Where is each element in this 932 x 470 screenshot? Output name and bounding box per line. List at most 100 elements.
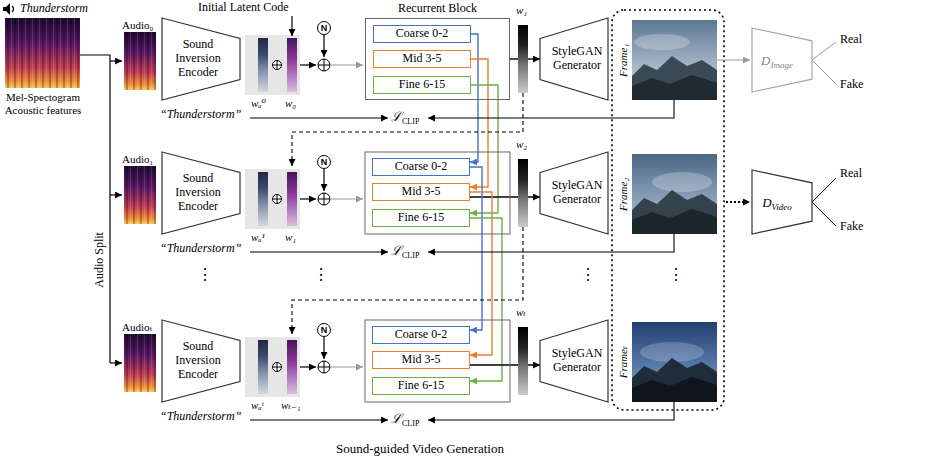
latent-arrow bbox=[323, 337, 324, 359]
node-label: Fine 6-15 bbox=[399, 78, 445, 92]
video-frame bbox=[632, 190, 717, 234]
add-symbol bbox=[273, 59, 331, 373]
node-label: Coarse 0-2 bbox=[395, 160, 447, 174]
video-frame bbox=[632, 20, 717, 402]
add-symbol bbox=[318, 361, 330, 373]
latent-arrow bbox=[300, 366, 316, 367]
discriminator-wire bbox=[726, 201, 750, 203]
connector bbox=[470, 364, 540, 365]
node-label: Coarse 0-2 bbox=[396, 27, 448, 41]
generator-block-outline bbox=[540, 18, 608, 100]
add-symbol bbox=[318, 193, 330, 205]
latent-symbol: w₁ bbox=[516, 4, 527, 17]
video-frame bbox=[632, 56, 717, 100]
prompt-text: “Thunderstorm” bbox=[160, 108, 241, 122]
spectrogram bbox=[124, 32, 156, 90]
loss-symbol: ℒ bbox=[391, 110, 402, 125]
spectrogram bbox=[124, 334, 156, 392]
node-label: StyleGAN Generator bbox=[550, 347, 604, 375]
encoder-block: Sound Inversion Encoder bbox=[162, 320, 240, 402]
recurrent-block: Recurrent BlockCoarse 0-2Mid 3-5Fine 6-1… bbox=[365, 18, 510, 100]
discriminator-label: DImage bbox=[761, 51, 803, 70]
latent-code bbox=[245, 337, 300, 397]
split-label: Audio Split bbox=[93, 232, 107, 288]
audio-split-wire bbox=[110, 60, 122, 61]
node-label: Mid 3-5 bbox=[403, 52, 442, 66]
layer-box: Mid 3-5 bbox=[372, 351, 470, 369]
clip-loss-wire bbox=[428, 100, 674, 118]
loss-subscript: CLIP bbox=[402, 419, 419, 428]
video-frame bbox=[632, 154, 717, 234]
ellipsis: ⋮ bbox=[580, 266, 596, 284]
sound-title: Thunderstorm bbox=[20, 2, 88, 16]
generator-block: StyleGAN Generator bbox=[540, 152, 608, 234]
discriminator-block: DImage bbox=[752, 28, 812, 92]
spectrogram bbox=[124, 166, 156, 224]
speaker-icon bbox=[3, 3, 14, 15]
clip-loss-wire bbox=[428, 402, 674, 420]
latent-arrow bbox=[291, 16, 292, 36]
node-label: Fine 6-15 bbox=[398, 211, 444, 225]
latent-code bbox=[287, 38, 297, 92]
node-label: N bbox=[321, 158, 328, 167]
latent-symbol: wₐ⁰ bbox=[251, 97, 266, 110]
layer-box: Mid 3-5 bbox=[372, 183, 470, 201]
discriminator-block: DVideo bbox=[752, 170, 812, 234]
frame-group bbox=[612, 10, 724, 410]
clip-loss-wire bbox=[250, 251, 388, 252]
connector bbox=[470, 34, 478, 162]
add-symbol bbox=[318, 59, 330, 71]
noise-circle: N bbox=[317, 21, 331, 35]
audio-split-wire bbox=[80, 55, 122, 363]
output-label: Fake bbox=[840, 78, 863, 92]
spectrogram bbox=[124, 32, 156, 90]
latent-symbol: w₂ bbox=[516, 138, 527, 151]
output-latent bbox=[518, 25, 528, 395]
add-symbol bbox=[318, 361, 330, 373]
output-label: Fake bbox=[840, 220, 863, 234]
add-symbol bbox=[273, 363, 282, 372]
frame-label: Frame₂ bbox=[617, 177, 630, 210]
latent-code bbox=[245, 35, 300, 95]
figure-caption: Sound-guided Video Generation bbox=[280, 442, 560, 457]
layer-box: Fine 6-15 bbox=[372, 209, 470, 227]
loss-subscript: CLIP bbox=[402, 251, 419, 260]
latent-code bbox=[245, 35, 300, 397]
encoder-block: Sound Inversion Encoder bbox=[162, 152, 240, 234]
generator-block-outline bbox=[540, 152, 608, 234]
latent-arrow bbox=[330, 198, 363, 199]
input-caption: Mel-Spectogram Acoustic features bbox=[0, 91, 86, 116]
prompt-text: “Thunderstorm” bbox=[160, 242, 241, 256]
loss-symbol: ℒ bbox=[391, 412, 402, 427]
node-label: N bbox=[321, 326, 328, 335]
layer-box: Coarse 0-2 bbox=[372, 326, 470, 344]
layer-box: Mid 3-5 bbox=[373, 50, 471, 68]
video-frame bbox=[632, 20, 717, 100]
latent-symbol: w₁ bbox=[285, 231, 296, 244]
loss-subscript: CLIP bbox=[402, 117, 419, 126]
video-frame bbox=[632, 154, 717, 234]
spectrogram bbox=[124, 166, 156, 224]
recurrent-outline bbox=[365, 320, 510, 402]
latent-arrow bbox=[323, 35, 324, 57]
node-label: Sound Inversion Encoder bbox=[166, 38, 230, 79]
prompt-text: “Thunderstorm” bbox=[160, 410, 241, 424]
generator-block: StyleGAN Generator bbox=[540, 18, 608, 100]
noise-circle: N bbox=[317, 323, 331, 337]
spectrogram bbox=[5, 18, 80, 88]
node-label: Fine 6-15 bbox=[398, 379, 444, 393]
layer-box: Coarse 0-2 bbox=[372, 158, 470, 176]
node-label: Coarse 0-2 bbox=[395, 328, 447, 342]
frame-label: Frameₜ bbox=[617, 346, 630, 378]
recurrent-outline bbox=[365, 152, 510, 402]
latent-code bbox=[245, 169, 300, 229]
speaker-icon bbox=[3, 3, 10, 15]
latent-arrow bbox=[323, 169, 324, 191]
discriminator-subscript: Video bbox=[772, 202, 792, 212]
add-symbol bbox=[273, 195, 282, 204]
discriminator-block-outline bbox=[752, 28, 812, 92]
video-frame bbox=[632, 20, 717, 100]
discriminator-wire bbox=[812, 178, 836, 226]
node-label: Mid 3-5 bbox=[402, 353, 441, 367]
